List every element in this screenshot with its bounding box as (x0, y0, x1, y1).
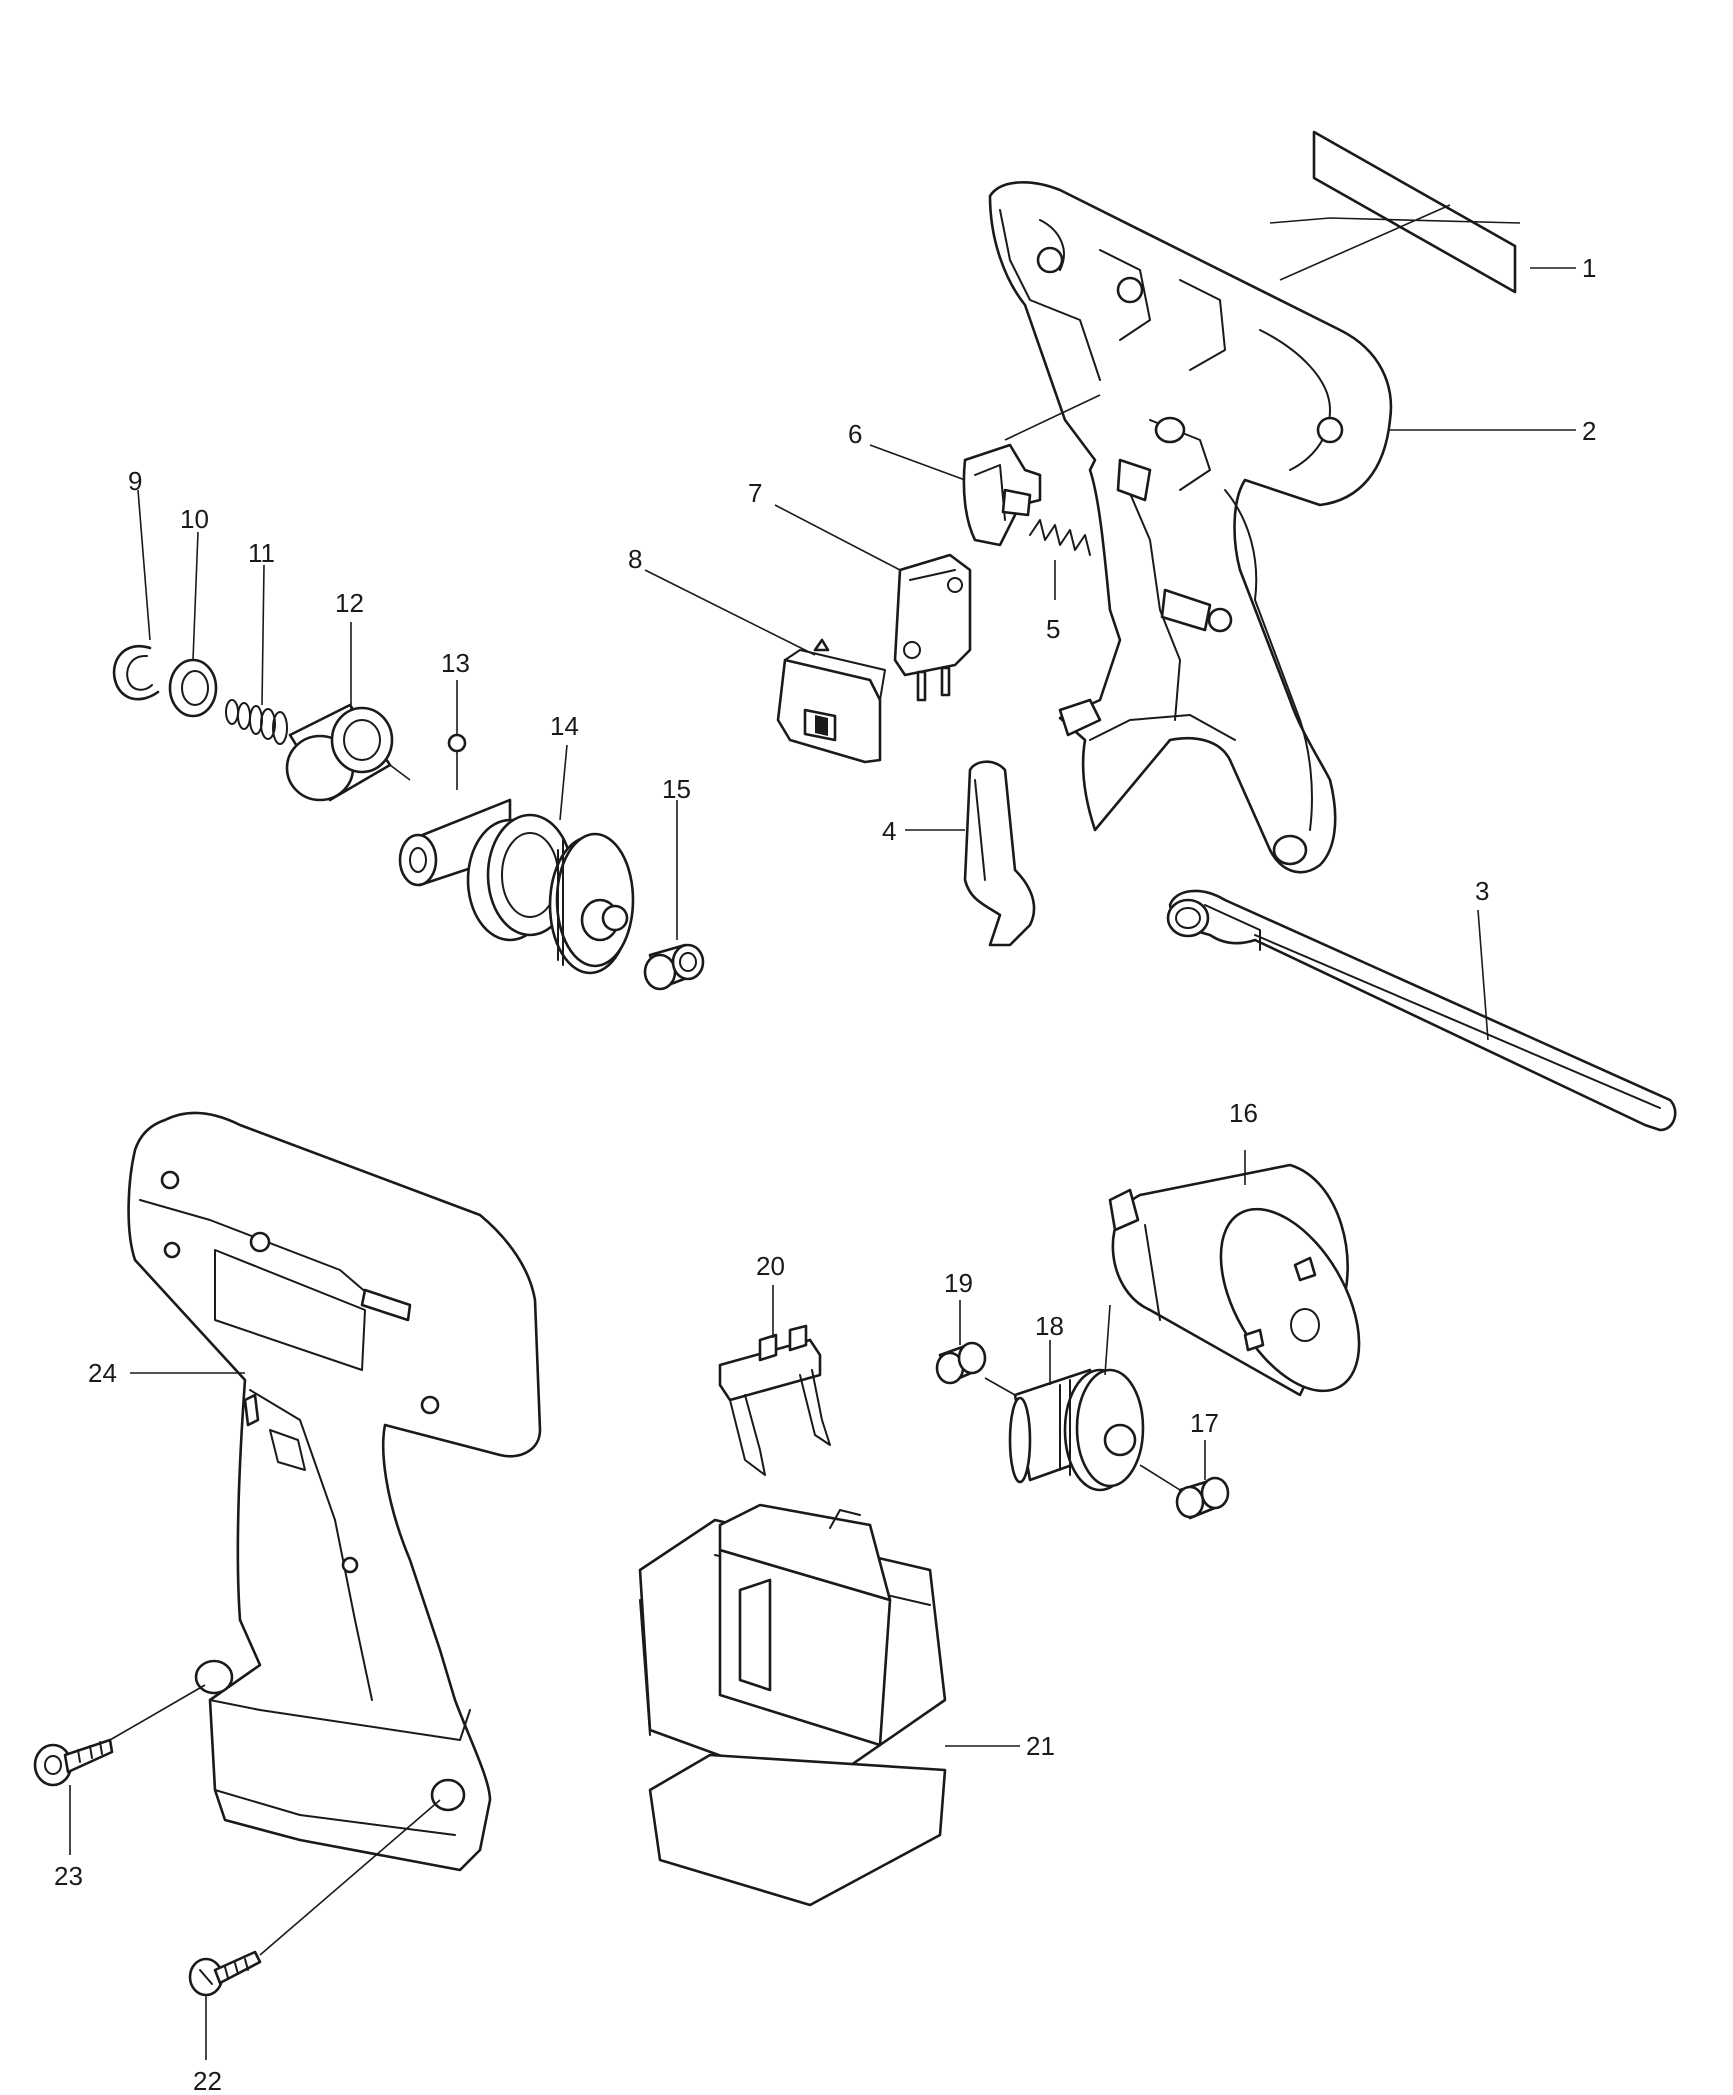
callout-5: 5 (1046, 614, 1060, 644)
part-1-name-plate (1312, 130, 1517, 294)
part-9-retaining-ring (112, 645, 160, 701)
callout-16: 16 (1229, 1098, 1258, 1128)
callout-6: 6 (848, 419, 862, 449)
callout-15: 15 (662, 774, 691, 804)
part-2-housing-half (988, 181, 1393, 874)
part-8-reversing-switch (776, 638, 886, 764)
part-19-bushing (935, 1341, 987, 1385)
callout-4: 4 (882, 816, 896, 846)
part-17-bushing (1175, 1476, 1230, 1520)
part-21-battery-pack (638, 1503, 947, 1907)
part-18-pinion-gear (1008, 1368, 1145, 1492)
callout-8: 8 (628, 544, 642, 574)
callout-23: 23 (54, 1861, 83, 1891)
part-3-belt-hook (1166, 889, 1677, 1132)
callout-12: 12 (335, 588, 364, 618)
callout-20: 20 (756, 1251, 785, 1281)
callout-14: 14 (550, 711, 579, 741)
part-12-sleeve (285, 703, 394, 802)
part-14-spindle-assembly (398, 798, 635, 975)
callout-13: 13 (441, 648, 470, 678)
part-13-steel-ball (447, 733, 467, 753)
callout-9: 9 (128, 466, 142, 496)
callout-21: 21 (1026, 1731, 1055, 1761)
part-4-spring-clip (963, 760, 1036, 947)
part-20-terminal (718, 1324, 831, 1476)
part-10-washer (168, 658, 218, 718)
part-11-compression-spring (225, 699, 288, 745)
part-5-spring (1029, 519, 1091, 556)
callout-10: 10 (180, 504, 209, 534)
part-24-housing-set (127, 1111, 542, 1872)
callout-numbers: 1 2 3 4 5 6 7 8 9 10 11 12 13 14 15 16 1… (54, 253, 1596, 2095)
part-22-screw (188, 1950, 262, 1997)
callout-19: 19 (944, 1268, 973, 1298)
callout-22: 22 (193, 2066, 222, 2095)
part-15-bushing (643, 943, 705, 991)
callout-7: 7 (748, 478, 762, 508)
part-23-screw (33, 1738, 114, 1787)
callout-1: 1 (1582, 253, 1596, 283)
part-7-switch (893, 553, 972, 702)
callout-24: 24 (88, 1358, 117, 1388)
part-6-switch-lever (962, 443, 1042, 547)
callout-18: 18 (1035, 1311, 1064, 1341)
callout-3: 3 (1475, 876, 1489, 906)
part-16-dc-motor (1108, 1163, 1361, 1397)
leader-lines (69, 204, 1576, 2060)
callout-17: 17 (1190, 1408, 1219, 1438)
callout-11: 11 (248, 538, 275, 568)
callout-2: 2 (1582, 416, 1596, 446)
